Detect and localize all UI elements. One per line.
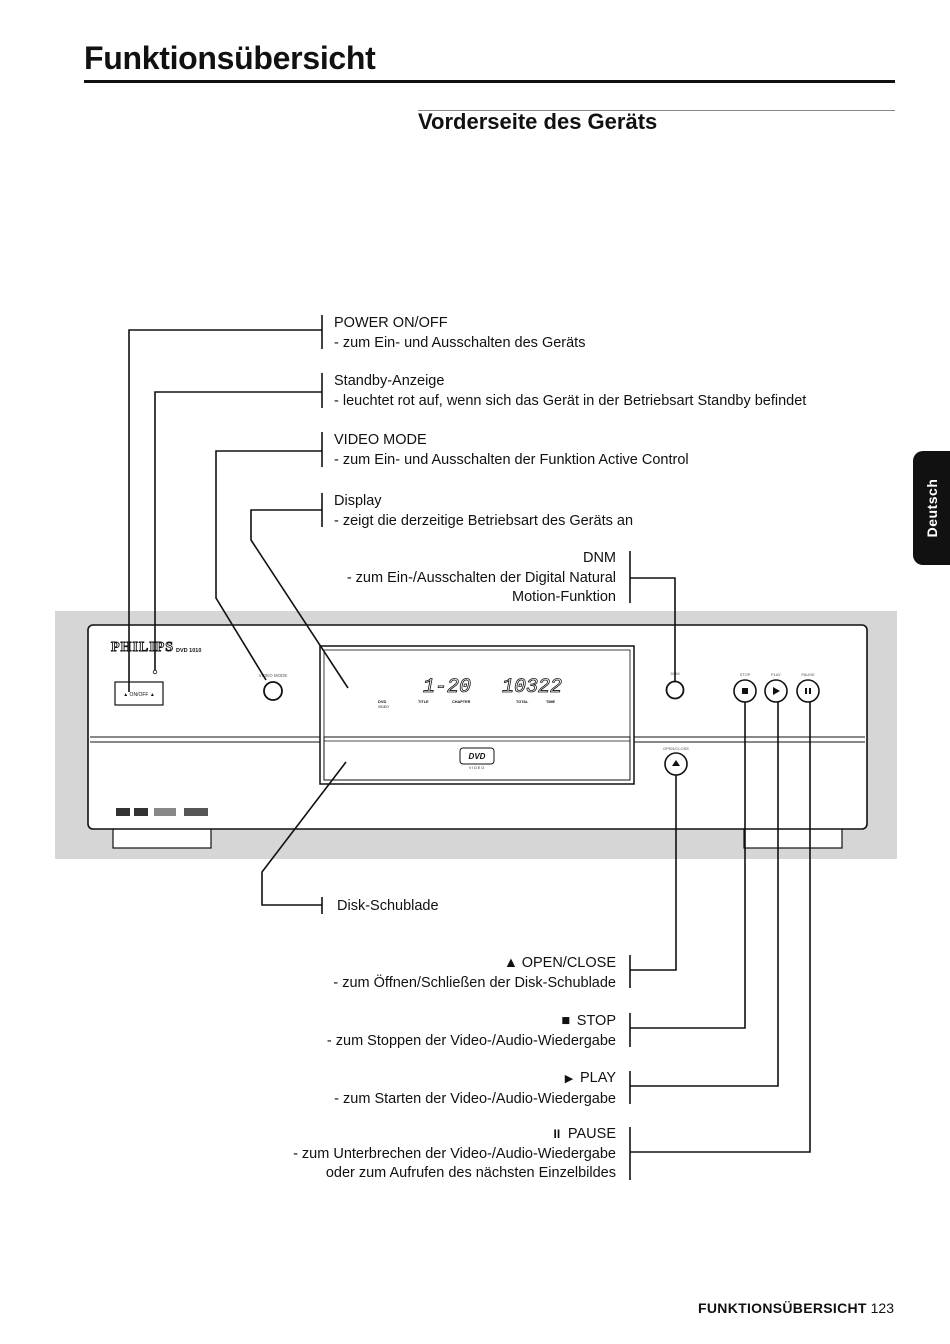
model-label: DVD 1010 (176, 648, 201, 654)
pause-button-icon-left (805, 688, 807, 694)
eject-icon: ▲ (503, 955, 519, 971)
callout-display: Display - zeigt die derzeitige Betriebsa… (334, 492, 633, 531)
callout-display-title: Display (334, 493, 382, 509)
callout-pause-desc2: oder zum Aufrufen des nächsten Einzelbil… (325, 1165, 616, 1181)
callout-standby-desc: - leuchtet rot auf, wenn sich das Gerät … (334, 392, 807, 409)
play-icon: ▶ (564, 1073, 574, 1085)
display-dvd: DVD (378, 699, 387, 704)
leader-pause (630, 702, 811, 1153)
display-title-label: TITLE (418, 700, 429, 704)
callout-standby-title: Standby-Anzeige (334, 373, 445, 389)
section-subtitle: Vorderseite des Geräts (418, 109, 658, 134)
page-footer: FUNKTIONSÜBERSICHT 123 (698, 1300, 894, 1316)
play-label: PLAY (771, 672, 781, 677)
display-total-label: TOTAL (516, 700, 529, 704)
stop-icon: ■ (561, 1013, 571, 1029)
play-button-icon (773, 687, 780, 695)
callout-play-title: PLAY (579, 1070, 616, 1086)
callout-standby: Standby-Anzeige - leuchtet rot auf, wenn… (334, 372, 806, 411)
callout-dnm-desc1: - zum Ein-/Ausschalten der Digital Natur… (346, 569, 616, 586)
title-divider (84, 80, 895, 83)
display-time-digits: 10322 (502, 676, 562, 699)
callout-tray-title: Disk-Schublade (337, 898, 439, 914)
display-chapter-label: CHAPTER (452, 700, 471, 704)
leader-standby (154, 391, 322, 670)
cd-logo-icon (116, 808, 130, 816)
pause-button-icon-right (809, 688, 811, 694)
stop-label: STOP (740, 672, 751, 677)
callout-pause-desc1: - zum Unterbrechen der Video-/Audio-Wied… (293, 1145, 616, 1162)
display-time-label: TIME (546, 700, 556, 704)
leader-open-close (630, 775, 677, 971)
language-tab: Deutsch (913, 451, 950, 565)
brand-logo: PHILIPS (111, 640, 174, 655)
dts-logo-icon (134, 808, 148, 816)
dvd-logo-sub: VIDEO (469, 766, 485, 770)
callout-open-close-desc: - zum Öffnen/Schließen der Disk-Schublad… (333, 974, 616, 991)
leader-tray (261, 761, 347, 906)
pause-icon: II (553, 1127, 561, 1141)
power-button[interactable] (114, 681, 164, 706)
callout-video-mode: VIDEO MODE - zum Ein- und Ausschalten de… (334, 431, 689, 470)
callout-open-close-title: OPEN/CLOSE (521, 955, 616, 971)
video-mode-label: VIDEO MODE (259, 673, 288, 678)
leader-display (250, 509, 349, 689)
trusurround-logo-icon (154, 808, 176, 816)
callout-power-title: POWER ON/OFF (334, 315, 448, 331)
subtitle-divider (418, 110, 895, 111)
disc-tray (323, 736, 631, 781)
right-foot (743, 827, 843, 849)
callout-video-mode-title: VIDEO MODE (334, 432, 427, 448)
callout-play-desc: - zum Starten der Video-/Audio-Wiedergab… (334, 1090, 616, 1107)
callout-dnm-title: DNM (582, 550, 616, 566)
callout-stop-title: STOP (576, 1013, 616, 1029)
display-video: VIDEO (378, 705, 389, 709)
callout-dnm: DNM - zum Ein-/Ausschalten der Digital N… (347, 549, 616, 608)
leader-dnm (630, 577, 676, 681)
page-number: 123 (870, 1300, 894, 1316)
footer-section: FUNKTIONSÜBERSICHT (698, 1300, 867, 1316)
callout-stop-desc: - zum Stoppen der Video-/Audio-Wiedergab… (326, 1032, 616, 1049)
page-title: Funktionsübersicht (84, 40, 376, 76)
leader-stop (630, 702, 746, 1029)
callout-video-mode-desc: - zum Ein- und Ausschalten der Funktion … (334, 451, 689, 468)
callout-tray: Disk-Schublade (337, 897, 439, 917)
leader-play (630, 702, 779, 1087)
leader-power (128, 329, 322, 692)
callout-pause: II PAUSE - zum Unterbrechen der Video-/A… (293, 1125, 616, 1184)
dolby-logo-icon (184, 808, 208, 816)
callout-display-desc: - zeigt die derzeitige Betriebsart des G… (334, 512, 634, 529)
callout-power: POWER ON/OFF - zum Ein- und Ausschalten … (334, 314, 585, 353)
pause-label: PAUSE (801, 672, 815, 677)
callout-dnm-desc2: Motion-Funktion (512, 589, 616, 605)
callout-open-close: ▲ OPEN/CLOSE - zum Öffnen/Schließen der … (333, 954, 616, 993)
stop-button-icon (742, 688, 748, 694)
power-button-label: ▲ ON/OFF ▲ (123, 692, 155, 698)
callout-power-desc: - zum Ein- und Ausschalten des Geräts (334, 334, 586, 351)
left-foot (112, 827, 212, 849)
dvd-logo-text: DVD (469, 752, 486, 761)
callout-pause-title: PAUSE (567, 1126, 616, 1142)
video-mode-button[interactable] (263, 681, 283, 701)
dvd-logo-icon (459, 747, 495, 765)
callout-stop: ■ STOP - zum Stoppen der Video-/Audio-Wi… (327, 1012, 616, 1051)
dnm-button[interactable] (665, 680, 685, 700)
open-close-label: OPEN/CLOSE (663, 746, 689, 751)
leader-video-mode (215, 450, 322, 681)
pause-button[interactable] (796, 679, 820, 703)
open-close-button-icon (672, 760, 680, 766)
callout-play: ▶ PLAY - zum Starten der Video-/Audio-Wi… (334, 1069, 616, 1109)
display-chapter-digits: 1-20 (423, 676, 471, 699)
standby-led (152, 669, 158, 675)
